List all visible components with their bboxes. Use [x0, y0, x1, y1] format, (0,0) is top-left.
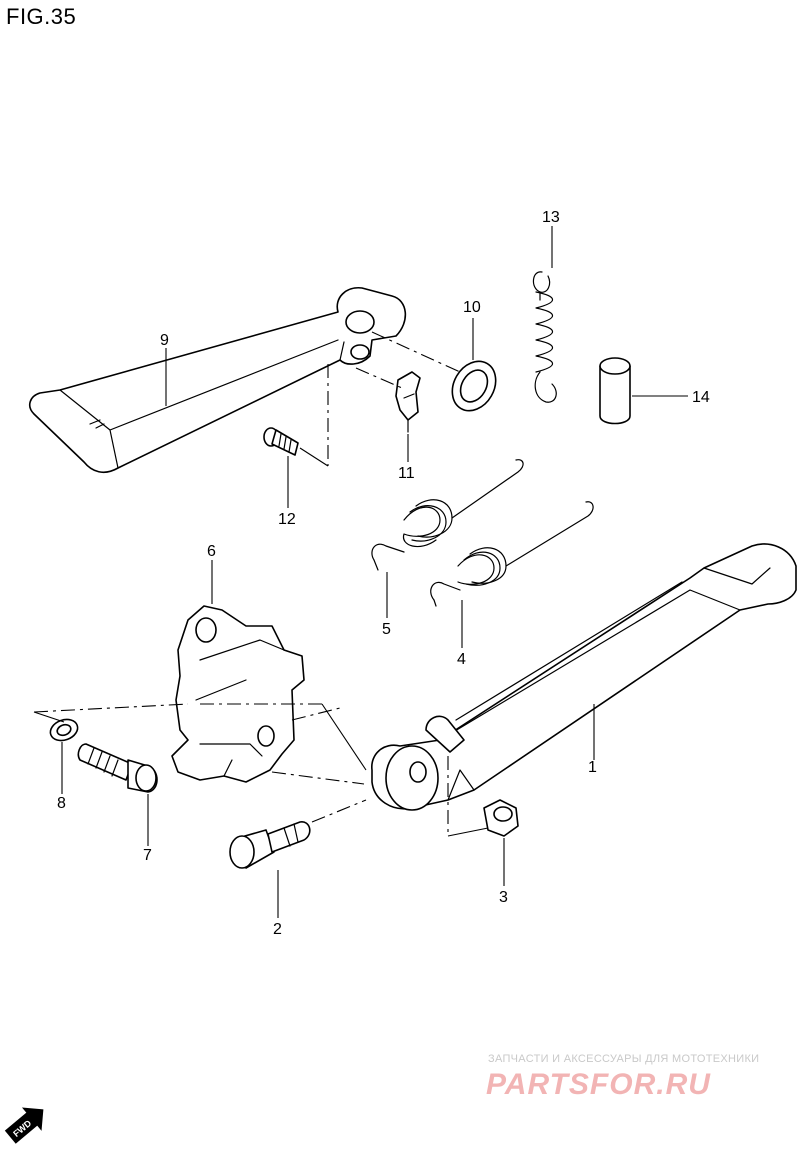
callout-3: 3 — [499, 889, 508, 906]
callout-8: 8 — [57, 795, 66, 812]
callout-2: 2 — [273, 921, 282, 938]
spring-icon — [430, 501, 594, 607]
spring-icon — [371, 459, 524, 571]
callouts: 9 10 11 12 13 14 5 4 6 1 8 7 2 3 — [57, 209, 710, 938]
bolt-icon — [263, 427, 299, 456]
spacer-icon — [599, 357, 631, 425]
watermark-brand: PARTSFOR.RU — [486, 1068, 711, 1101]
spring-icon — [532, 271, 557, 403]
nut-icon — [483, 799, 519, 837]
washer-icon — [451, 360, 497, 412]
callout-6: 6 — [207, 543, 216, 560]
clip-icon — [395, 371, 421, 433]
callout-14: 14 — [692, 389, 710, 406]
pivot-bolt-icon — [229, 821, 311, 869]
washer-icon — [49, 718, 79, 742]
assembly-lines — [33, 331, 489, 837]
bracket-icon — [171, 605, 305, 783]
figure-title: FIG.35 — [6, 4, 77, 29]
leader-lines — [61, 226, 688, 918]
callout-7: 7 — [143, 847, 152, 864]
fwd-arrow-icon: FWD — [4, 1107, 44, 1144]
callout-11: 11 — [398, 465, 415, 482]
callout-10: 10 — [463, 299, 481, 316]
callout-1: 1 — [588, 759, 597, 776]
watermark-subtitle: ЗАПЧАСТИ И АКСЕССУАРЫ ДЛЯ МОТОТЕХНИКИ — [488, 1053, 759, 1065]
callout-9: 9 — [160, 332, 169, 349]
callout-12: 12 — [278, 511, 296, 528]
side-stand-icon — [371, 543, 797, 811]
brake-pedal-icon — [28, 287, 407, 474]
callout-4: 4 — [457, 651, 466, 668]
watermark: ЗАПЧАСТИ И АКСЕССУАРЫ ДЛЯ МОТОТЕХНИКИ PA… — [486, 1053, 759, 1101]
callout-13: 13 — [542, 209, 560, 226]
bolt-icon — [77, 743, 158, 793]
callout-5: 5 — [382, 621, 391, 638]
